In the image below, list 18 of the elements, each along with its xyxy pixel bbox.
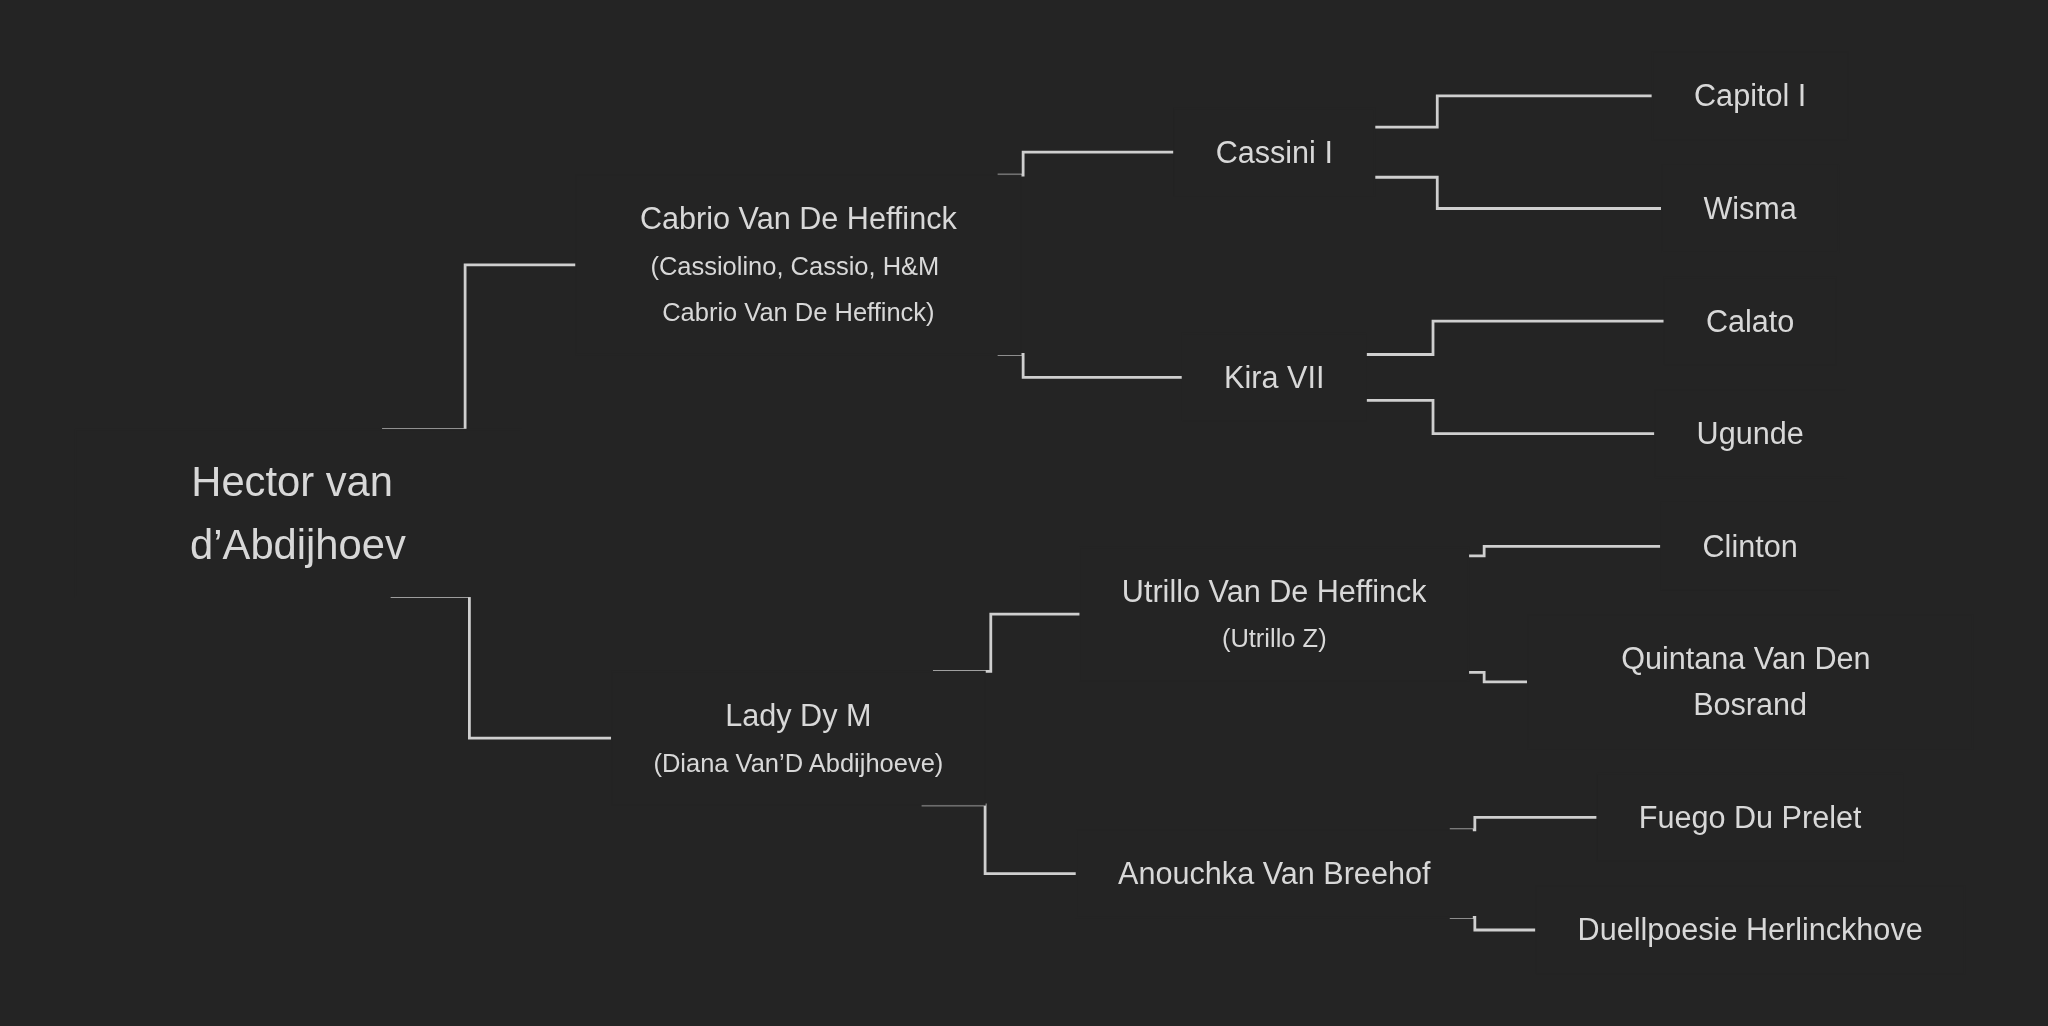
node-text: Kira VII bbox=[1224, 360, 1325, 395]
connector bbox=[1366, 319, 1665, 356]
connector bbox=[1468, 671, 1528, 684]
node-text: Clinton bbox=[1702, 528, 1798, 564]
node-text: Utrillo Van De Heffinck (Utrillo Z) bbox=[1121, 573, 1427, 654]
node-text: Ugunde bbox=[1696, 416, 1804, 452]
connector bbox=[1468, 544, 1661, 558]
node-text: Wisma bbox=[1703, 191, 1797, 226]
connector bbox=[1374, 175, 1662, 210]
node-text: Capitol I bbox=[1693, 78, 1807, 114]
node-text: Quintana Van Den Bosrand bbox=[1621, 641, 1871, 723]
node-text: Calato bbox=[1705, 303, 1795, 339]
node-text: Duellpoesie Herlinckhove bbox=[1577, 912, 1923, 948]
node-text: Fuego Du Prelet bbox=[1638, 800, 1862, 835]
node-text: Cassini I bbox=[1215, 134, 1333, 170]
connector bbox=[1366, 399, 1655, 436]
node-text: Cabrio Van De Heffinck (Cassiolino, Cassio, H&M Cabrio Van De Heffinck) bbox=[639, 201, 957, 327]
connector bbox=[1374, 94, 1653, 129]
